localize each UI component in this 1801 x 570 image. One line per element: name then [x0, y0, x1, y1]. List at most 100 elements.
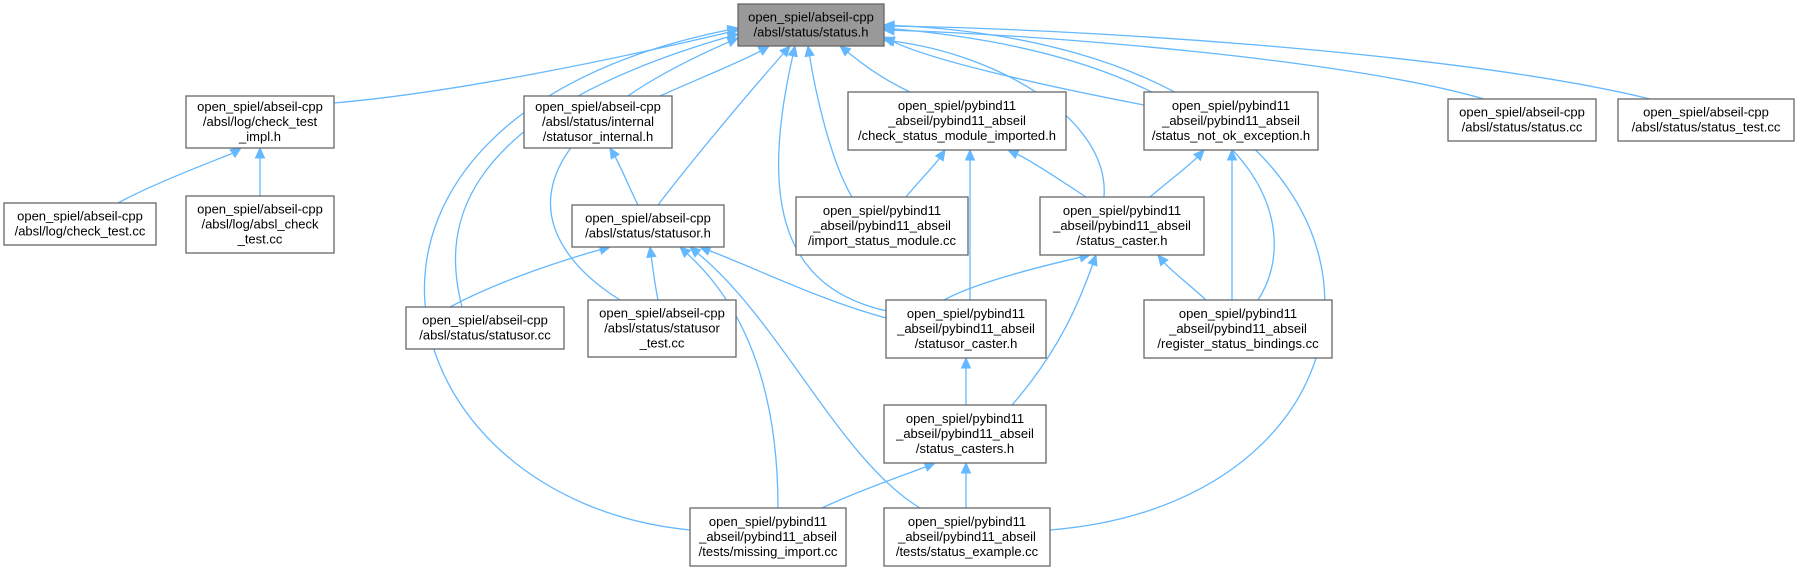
edge-register_status_bindings_cc-to-status_caster_h	[1157, 254, 1207, 301]
node-label-line: /absl/log/check_test	[203, 114, 318, 129]
edge-line	[778, 54, 893, 313]
node-status-test-cc[interactable]: open_spiel/abseil-cpp/absl/status/status…	[1617, 98, 1795, 142]
node-label-line: _abseil/pybind11_abseil	[812, 218, 951, 233]
node-status-casters-h[interactable]: open_spiel/pybind11_abseil/pybind11_abse…	[883, 404, 1047, 464]
node-status-not-ok-exception-h[interactable]: open_spiel/pybind11_abseil/pybind11_abse…	[1143, 91, 1319, 151]
edge-line	[549, 40, 731, 301]
edge-status_casters_h-to-status_caster_h	[1011, 253, 1098, 406]
node-label-line: open_spiel/abseil-cpp	[1459, 105, 1585, 120]
node-register-status-bindings-cc[interactable]: open_spiel/pybind11_abseil/pybind11_abse…	[1143, 299, 1333, 359]
edge-register_status_bindings_cc-to-status_h	[882, 23, 1275, 301]
arrowhead	[689, 246, 702, 258]
node-check-status-module-imported-h[interactable]: open_spiel/pybind11_abseil/pybind11_abse…	[847, 91, 1067, 151]
node-box	[1143, 91, 1319, 151]
node-label-line: _abseil/pybind11_abseil	[896, 321, 1035, 336]
edge-line	[846, 51, 911, 93]
node-label-line: open_spiel/abseil-cpp	[1643, 105, 1769, 120]
node-label-line: /absl/log/check_test.cc	[15, 224, 146, 239]
node-check-test-cc[interactable]: open_spiel/abseil-cpp/absl/log/check_tes…	[3, 202, 157, 246]
node-label-line: /status_caster.h	[1076, 233, 1167, 248]
arrowhead	[882, 20, 895, 32]
arrowhead	[609, 146, 620, 160]
edge-statusor_caster_h-to-status_caster_h	[943, 252, 1092, 301]
node-label-line: _abseil/pybind11_abseil	[887, 113, 1026, 128]
node-statusor-h[interactable]: open_spiel/abseil-cpp/absl/status/status…	[571, 204, 725, 248]
edge-missing_import_cc-to-status_casters_h	[821, 462, 937, 509]
node-label-line: _abseil/pybind11_abseil	[1052, 218, 1191, 233]
node-import-status-module-cc[interactable]: open_spiel/pybind11_abseil/pybind11_abse…	[795, 196, 969, 256]
edge-line	[423, 29, 730, 531]
node-box	[185, 195, 335, 254]
node-label-line: /tests/missing_import.cc	[699, 544, 838, 559]
node-label-line: open_spiel/abseil-cpp	[17, 209, 143, 224]
edge-statusor_test_cc-to-statusor_h	[646, 245, 659, 301]
edge-line	[1163, 261, 1207, 301]
node-statusor-test-cc[interactable]: open_spiel/abseil-cpp/absl/status/status…	[587, 299, 737, 358]
node-box	[587, 299, 737, 358]
node-label-line: open_spiel/pybind11	[898, 98, 1016, 113]
arrowhead	[964, 148, 976, 161]
node-label-line: /absl/status/status.h	[754, 25, 869, 40]
edge-line	[614, 155, 639, 206]
arrowhead	[804, 44, 815, 58]
edge-line	[650, 255, 659, 301]
arrowhead	[679, 246, 692, 258]
node-status-h[interactable]: open_spiel/abseil-cpp/absl/status/status…	[737, 3, 885, 47]
node-box	[1447, 98, 1597, 142]
arrowhead	[779, 45, 791, 58]
node-status-cc[interactable]: open_spiel/abseil-cpp/absl/status/status…	[1447, 98, 1597, 142]
node-status-caster-h[interactable]: open_spiel/pybind11_abseil/pybind11_abse…	[1039, 196, 1205, 256]
edge-statusor_cc-to-statusor_h	[449, 244, 612, 308]
node-label-line: _abseil/pybind11_abseil	[1168, 321, 1307, 336]
edge-check_test_impl_h-to-status_h	[333, 27, 740, 104]
edge-statusor_caster_h-to-status_h	[778, 44, 893, 313]
node-label-line: _test.cc	[237, 232, 283, 247]
node-label-line: /absl/status/statusor.h	[585, 226, 711, 241]
edge-status_cc-to-status_h	[882, 25, 1485, 100]
node-label-line: open_spiel/abseil-cpp	[748, 10, 874, 25]
node-box	[523, 95, 673, 149]
edge-status_test_cc-to-status_h	[882, 20, 1651, 100]
nodes-layer: open_spiel/abseil-cpp/absl/status/status…	[3, 3, 1795, 567]
node-statusor-cc[interactable]: open_spiel/abseil-cpp/absl/status/status…	[405, 306, 565, 350]
node-label-line: /tests/status_example.cc	[896, 544, 1039, 559]
edge-line	[943, 256, 1082, 301]
node-label-line: /import_status_module.cc	[808, 233, 957, 248]
edge-line	[821, 465, 927, 509]
node-label-line: open_spiel/pybind11	[1172, 98, 1290, 113]
edge-import_status_module_cc-to-status_h	[804, 44, 853, 198]
arrowhead	[960, 356, 972, 369]
node-box	[795, 196, 969, 256]
edge-line	[1015, 153, 1087, 198]
node-label-line: open_spiel/abseil-cpp	[599, 306, 725, 321]
node-box	[1143, 299, 1333, 359]
node-label-line: open_spiel/pybind11	[907, 306, 1025, 321]
node-label-line: /statusor_caster.h	[915, 336, 1018, 351]
node-check-test-impl-h[interactable]: open_spiel/abseil-cpp/absl/log/check_tes…	[185, 95, 335, 149]
edge-line	[659, 49, 762, 97]
node-label-line: open_spiel/pybind11	[906, 411, 1024, 426]
node-label-line: /absl/status/status.cc	[1462, 120, 1583, 135]
arrowhead	[1087, 253, 1098, 267]
node-label-line: open_spiel/pybind11	[1063, 203, 1181, 218]
node-statusor-caster-h[interactable]: open_spiel/pybind11_abseil/pybind11_abse…	[885, 299, 1047, 359]
edge-statusor_h-to-status_h	[657, 45, 791, 206]
edge-absl_check_test_cc-to-check_test_impl_h	[254, 146, 266, 196]
node-label-line: _test.cc	[639, 336, 685, 351]
node-label-line: _abseil/pybind11_abseil	[1161, 113, 1300, 128]
node-missing-import-cc[interactable]: open_spiel/pybind11_abseil/pybind11_abse…	[689, 507, 847, 567]
node-status-example-cc[interactable]: open_spiel/pybind11_abseil/pybind11_abse…	[883, 507, 1051, 567]
node-box	[883, 404, 1047, 464]
node-absl-check-test-cc[interactable]: open_spiel/abseil-cpp/absl/log/absl_chec…	[185, 195, 335, 254]
arrowhead	[1157, 254, 1169, 267]
edge-statusor_h-to-statusor_internal_h	[609, 146, 639, 206]
node-label-line: _impl.h	[238, 129, 281, 144]
edge-line	[905, 157, 941, 198]
edge-line	[892, 24, 1326, 531]
node-statusor-internal-h[interactable]: open_spiel/abseil-cpp/absl/status/intern…	[523, 95, 673, 149]
node-label-line: /absl/status/statusor.cc	[419, 328, 551, 343]
node-label-line: open_spiel/pybind11	[823, 203, 941, 218]
node-label-line: /status_casters.h	[916, 441, 1014, 456]
edge-status_caster_h-to-status_not_ok_exception_h	[1149, 149, 1205, 198]
